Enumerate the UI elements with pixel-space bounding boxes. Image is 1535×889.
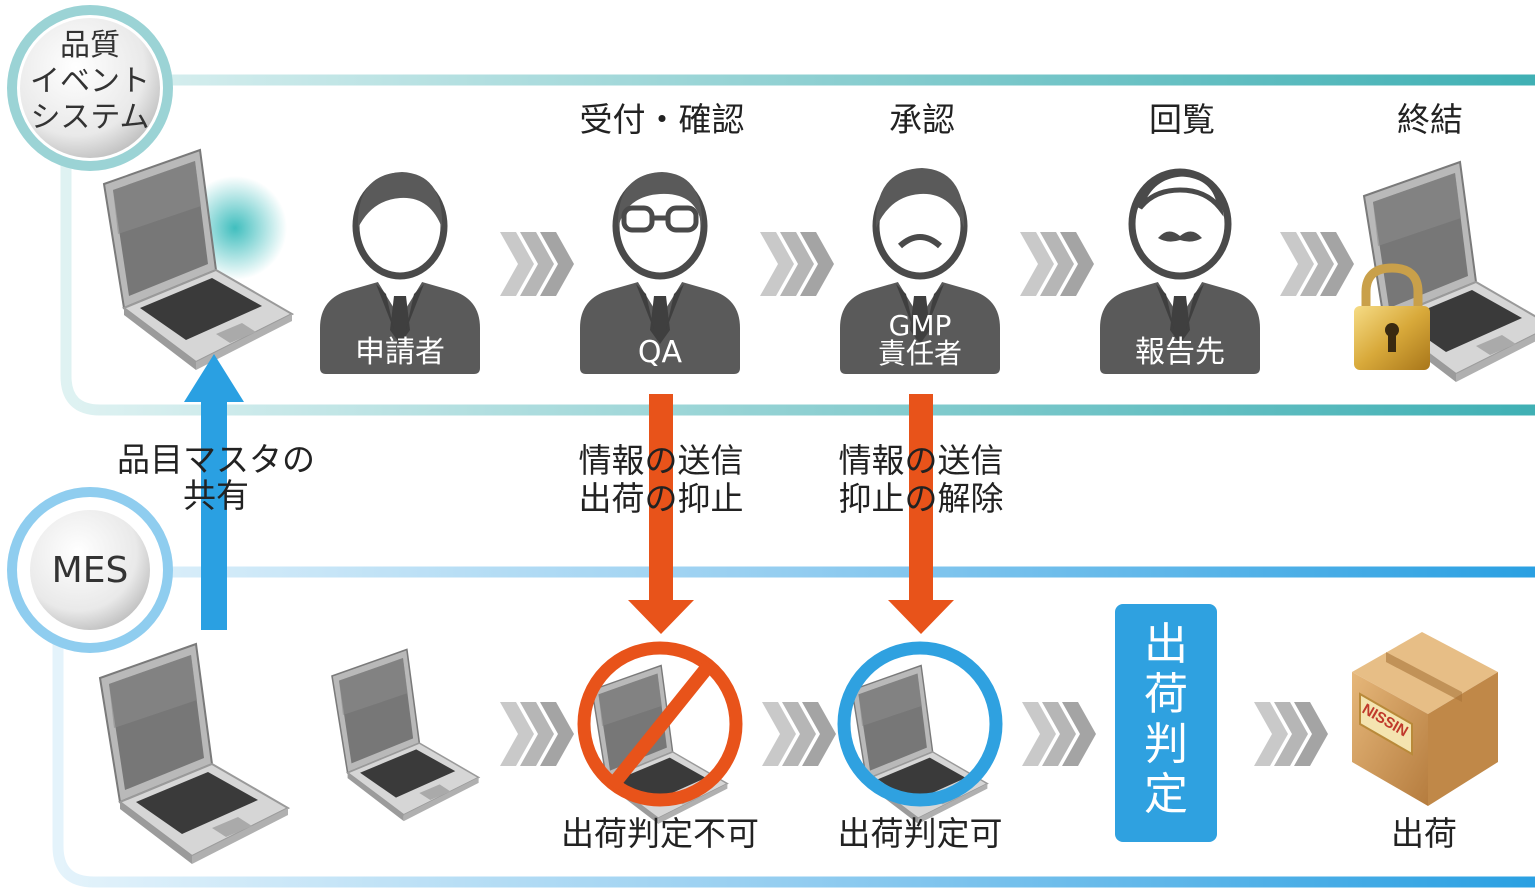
flow-chevron-icon bbox=[1020, 232, 1094, 296]
flow-chevron-icon bbox=[1280, 232, 1354, 296]
prohibited-icon bbox=[577, 641, 743, 807]
flow-chevron-icon bbox=[1254, 702, 1328, 766]
shipping-box-icon bbox=[1352, 632, 1498, 806]
report-recipient-avatar-mustache bbox=[1100, 168, 1260, 374]
flow-chevron-icon bbox=[762, 702, 836, 766]
step-title-circulation: 回覧 bbox=[1149, 100, 1215, 139]
qa-label: QA bbox=[637, 335, 683, 370]
applicant-label: 申請者 bbox=[355, 335, 445, 370]
flow-chevron-icon bbox=[1022, 702, 1096, 766]
item-master-share-label: 品目マスタの 共有 bbox=[117, 440, 315, 515]
quality-event-system-label: 品質 イベント システム bbox=[30, 28, 150, 135]
gmp-manager-avatar bbox=[840, 168, 1000, 374]
shipping-label: 出荷 bbox=[1391, 814, 1457, 853]
mes-laptop-icon bbox=[99, 643, 289, 865]
applicant-avatar bbox=[320, 172, 480, 374]
item-master-share-arrow bbox=[184, 354, 244, 630]
quality-event-system-badge bbox=[7, 5, 173, 171]
mes-badge bbox=[7, 487, 173, 653]
qa-to-mes-arrow bbox=[628, 394, 694, 634]
flow-chevron-icon bbox=[500, 702, 574, 766]
flow-chevron-icon bbox=[760, 232, 834, 296]
shipping-decision-label: 出 荷 判 定 bbox=[1144, 619, 1188, 820]
gmp-manager-label: GMP 責任者 bbox=[877, 309, 962, 370]
mes-laptop-small-icon bbox=[331, 648, 480, 822]
flow-chevron-icon bbox=[500, 232, 574, 296]
gmp-to-mes-arrow bbox=[888, 394, 954, 634]
shipping-not-allowed-label: 出荷判定不可 bbox=[561, 814, 759, 853]
padlock-icon bbox=[1354, 263, 1430, 370]
step-title-receipt: 受付・確認 bbox=[579, 100, 745, 139]
shipping-allowed-label: 出荷判定可 bbox=[837, 814, 1003, 853]
qa-send-hold-label: 情報の送信 出荷の抑止 bbox=[578, 441, 744, 518]
step-title-approval: 承認 bbox=[889, 100, 955, 139]
gmp-send-release-label: 情報の送信 抑止の解除 bbox=[838, 441, 1004, 518]
mes-label: MES bbox=[51, 550, 129, 591]
step-title-closure: 終結 bbox=[1397, 100, 1463, 139]
report-recipient-label: 報告先 bbox=[1135, 335, 1225, 370]
approved-circle-icon bbox=[837, 641, 1003, 807]
qa-avatar-glasses bbox=[580, 172, 740, 374]
shipping-decision-block bbox=[1115, 604, 1217, 842]
